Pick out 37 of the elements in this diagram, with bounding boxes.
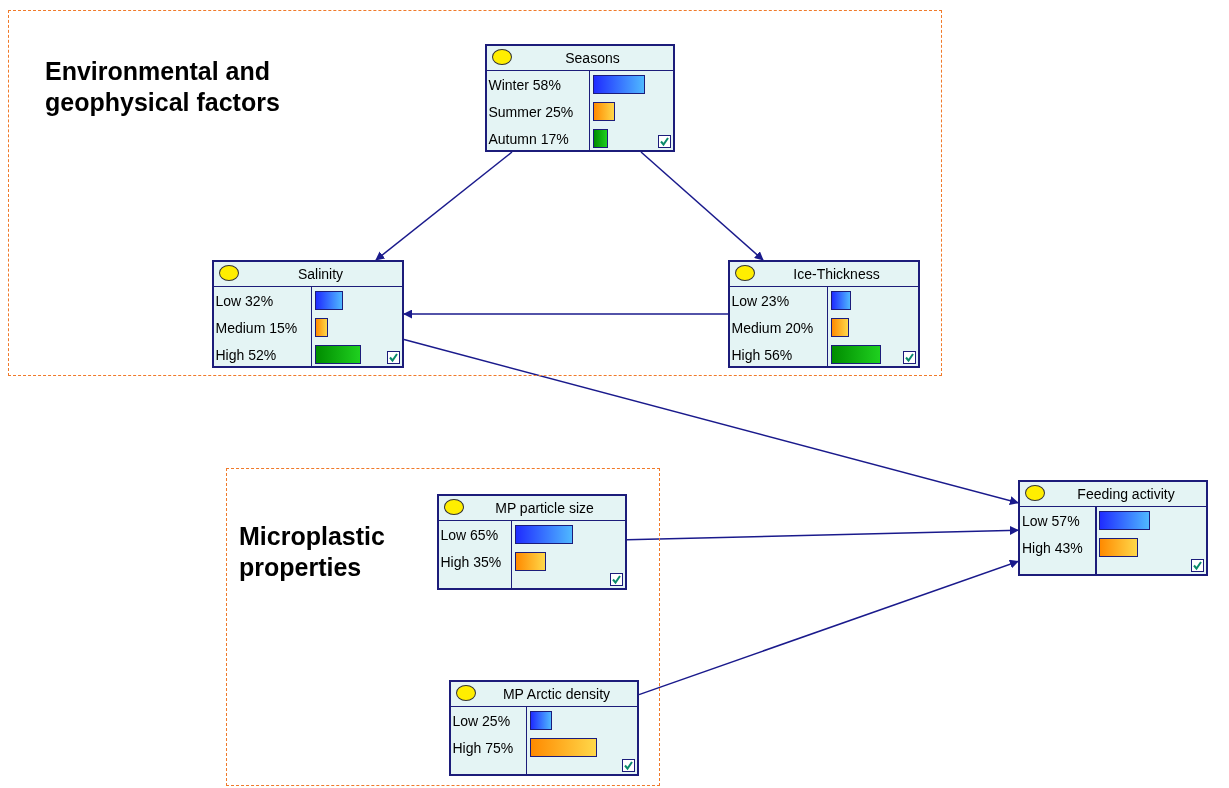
state-probability: Medium 20% [731,319,814,336]
node-card [1018,480,1208,576]
node-card [448,679,639,776]
arrow [638,559,1019,696]
node-title: Feeding activity [1076,486,1176,502]
node-title: Seasons [564,49,621,66]
state-probability: Summer 25% [488,103,574,120]
arrow [403,338,1019,505]
node-title: Salinity [296,265,345,282]
node-card [436,493,627,590]
node-title: MP particle size [494,499,595,516]
node-card [484,43,675,152]
group-title: Environmental and geophysical factors [45,56,281,118]
state-probability: Low 57% [1022,513,1080,529]
state-probability: High 35% [440,553,502,570]
arrow [375,151,513,261]
group-title: Microplastic properties [239,521,386,583]
state-probability: High 52% [215,346,277,363]
node-card [727,259,920,368]
node-title: MP Arctic density [501,685,612,702]
arrow [640,151,764,261]
state-probability: Low 23% [731,292,790,309]
arrow [626,526,1019,541]
arrow [403,309,729,319]
state-probability: Low 32% [215,292,274,309]
node-card [211,259,404,368]
state-probability: Low 65% [440,526,499,543]
node-title: Ice-Thickness [792,265,881,282]
state-probability: Autumn 17% [488,130,569,147]
state-probability: Medium 15% [215,319,298,336]
state-probability: High 56% [731,346,793,363]
state-probability: High 43% [1022,540,1083,556]
state-probability: Winter 58% [488,76,561,93]
group-frame [226,468,660,786]
state-probability: High 75% [452,739,514,756]
group-frame [8,10,942,376]
state-probability: Low 25% [452,712,511,729]
